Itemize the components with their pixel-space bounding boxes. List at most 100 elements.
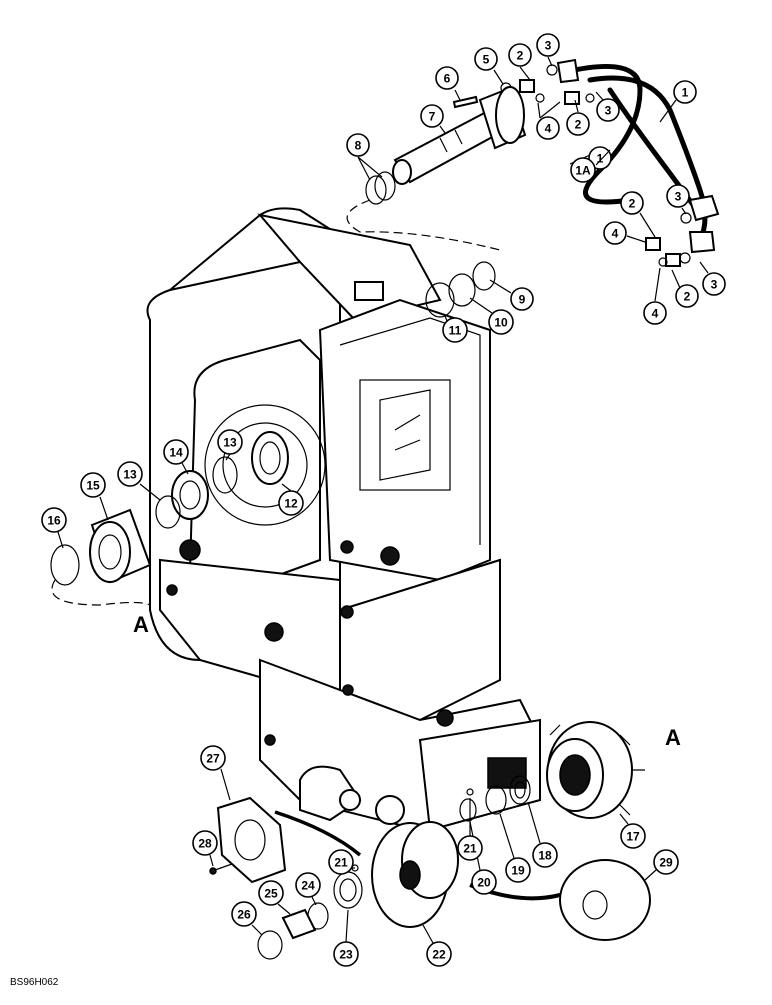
callout-10: 10 (469, 297, 514, 335)
callout-circle (328, 849, 354, 875)
callout-20: 20 (469, 821, 497, 895)
callout-leader-line (619, 813, 629, 825)
callout-number: 4 (612, 227, 619, 241)
callout-15: 15 (80, 472, 109, 521)
callout-leader-line (444, 315, 448, 322)
callout-24: 24 (295, 872, 321, 906)
callout-number: 3 (711, 278, 718, 292)
callout-number: 5 (483, 53, 490, 67)
callout-circle (80, 472, 106, 498)
callout-circle (295, 872, 321, 898)
callout-4: 4 (536, 101, 561, 140)
callout-6: 6 (435, 66, 461, 101)
callout-number: 1 (597, 152, 604, 166)
callout-23: 23 (333, 909, 359, 967)
callout-circle (510, 287, 534, 311)
hose-assembly (556, 58, 720, 254)
callout-number: 10 (494, 316, 508, 330)
callout-circle (702, 272, 726, 296)
callout-leader-line (99, 496, 109, 521)
housing-plug (354, 281, 384, 301)
callout-number: 3 (545, 39, 552, 53)
callout-number: 23 (339, 948, 353, 962)
callout-21: 21 (457, 798, 483, 861)
callout-circle (620, 823, 646, 849)
callout-leader-line (493, 69, 504, 85)
callout-leader-line (626, 235, 646, 243)
callout-7: 7 (420, 104, 446, 134)
callout-group: 111A222233334445678910111213131415161718… (41, 33, 726, 967)
callout-number: 16 (47, 514, 61, 528)
callout-number: 20 (477, 876, 491, 890)
callout-circle (200, 745, 226, 771)
callout-circle (471, 869, 497, 895)
callout-2: 2 (508, 43, 532, 81)
callout-circle (588, 146, 612, 170)
callout-circle (488, 309, 514, 335)
callout-number: 1A (575, 164, 591, 178)
callout-circle (278, 490, 304, 516)
callout-leader-line (699, 261, 709, 274)
callout-leader-line (439, 125, 446, 134)
callout-2: 2 (620, 191, 656, 238)
callout-circle (192, 830, 218, 856)
callout-leader-line (671, 269, 681, 289)
callout-leader-line (220, 768, 231, 801)
transmission-housing (146, 207, 541, 832)
callout-leader-line (139, 483, 161, 501)
callout-2: 2 (671, 269, 699, 308)
callout-14: 14 (163, 439, 189, 475)
callout-leader-line (527, 801, 541, 844)
callout-circle (426, 941, 452, 967)
callout-circle (346, 133, 370, 157)
callout-circle (258, 880, 284, 906)
callout-leader-line (281, 483, 292, 492)
callout-number: 13 (123, 468, 137, 482)
callout-16: 16 (41, 507, 67, 549)
callout-circle (536, 116, 560, 140)
callout-1a: 1A (570, 149, 611, 183)
callout-leader-line (574, 99, 579, 113)
callout-26: 26 (231, 901, 263, 936)
callout-number: 9 (519, 293, 526, 307)
callout-number: 28 (198, 837, 212, 851)
callout-8: 8 (346, 133, 383, 181)
callout-12: 12 (278, 483, 304, 516)
callout-leader-line (469, 297, 493, 314)
callout-number: 4 (545, 122, 552, 136)
callout-number: 18 (538, 849, 552, 863)
callout-number: 24 (301, 879, 315, 893)
callout-leader-line (537, 101, 561, 119)
callout-leader-line (311, 896, 317, 906)
callout-number: 8 (355, 139, 362, 153)
callout-circle (673, 80, 697, 104)
callout-number: 4 (652, 307, 659, 321)
callout-circle (231, 901, 257, 927)
callout-number: 2 (575, 118, 582, 132)
callout-3: 3 (666, 184, 690, 215)
callout-number: 2 (629, 197, 636, 211)
callout-leader-line (251, 924, 263, 936)
callout-circle (457, 835, 483, 861)
section-mark-right: A (665, 725, 681, 750)
callout-number: 2 (517, 49, 524, 63)
callout-circle (532, 842, 558, 868)
callout-circle (435, 66, 459, 90)
callout-number: 21 (463, 842, 477, 856)
callout-circle (117, 461, 143, 487)
callout-circle (566, 112, 590, 136)
callout-leader-line (422, 924, 434, 944)
callout-3: 3 (536, 33, 560, 67)
callout-leader-line (681, 207, 687, 215)
callout-2: 2 (566, 99, 590, 136)
callout-leader-line (595, 91, 604, 101)
callout-13: 13 (217, 429, 243, 461)
callout-3: 3 (595, 91, 620, 122)
callout-leader-line (454, 89, 461, 101)
callout-number: 3 (605, 104, 612, 118)
callout-4: 4 (603, 221, 646, 245)
callout-number: 22 (432, 948, 446, 962)
callout-circle (675, 284, 699, 308)
callout-1: 1 (659, 80, 697, 123)
